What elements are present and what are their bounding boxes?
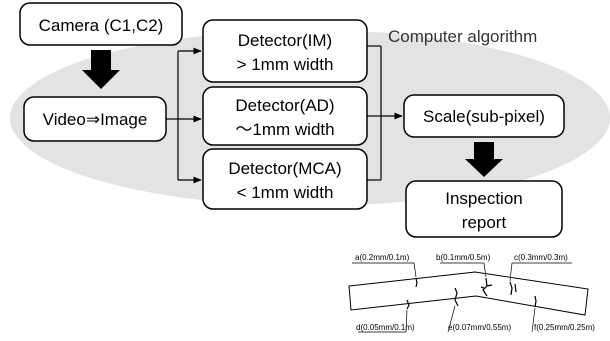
tunnel-lining-outline	[348, 271, 589, 316]
detector-mca-node	[202, 148, 368, 210]
crack-a	[415, 277, 418, 288]
detector-ad-line1: Detector(AD)	[235, 96, 334, 115]
report-line1: Inspection	[445, 189, 523, 208]
detector-im-line1: Detector(IM)	[238, 31, 332, 50]
detector-ad-line2: ～1mm width	[235, 120, 334, 139]
crack-b-label: b(0.1mm/0.5m)	[436, 253, 491, 262]
region-label: Computer algorithm	[388, 27, 537, 46]
camera-node-label: Camera (C1,C2)	[39, 16, 164, 35]
crack-d-label: d(0.05mm/0.1m)	[356, 323, 415, 332]
report-node	[405, 180, 563, 238]
camera-node	[19, 2, 183, 46]
detector-mca-line1: Detector(MCA)	[228, 159, 341, 178]
detector-mca-line2: < 1mm width	[237, 183, 334, 202]
crack-f	[534, 295, 537, 308]
detectors-to-scale-connector	[367, 45, 403, 181]
crack-a-label: a(0.2mm/0.1m)	[355, 253, 410, 262]
video-to-detectors-connector	[166, 47, 202, 184]
report-line2: report	[462, 213, 507, 232]
crack-e-label: e(0.07mm/0.55m)	[448, 323, 511, 332]
crack-f-label: f(0.25mm/0.25m)	[534, 323, 595, 332]
detector-im-node	[202, 19, 368, 83]
crack-e	[454, 287, 459, 307]
detector-im-line2: > 1mm width	[237, 55, 334, 74]
crack-sketch: a(0.2mm/0.1m) b(0.1mm/0.5m) c(0.3mm/0.3m…	[348, 253, 595, 333]
crack-b	[480, 277, 493, 297]
camera-to-video-arrow	[82, 50, 120, 89]
scale-node-label: Scale(sub-pixel)	[423, 107, 545, 126]
scale-node	[403, 94, 565, 138]
crack-c	[509, 281, 517, 296]
scale-to-report-arrow	[465, 142, 503, 177]
video-node-label: Video⇒Image	[43, 110, 148, 129]
crack-c-label: c(0.3mm/0.3m)	[514, 253, 568, 262]
crack-d	[406, 299, 410, 310]
